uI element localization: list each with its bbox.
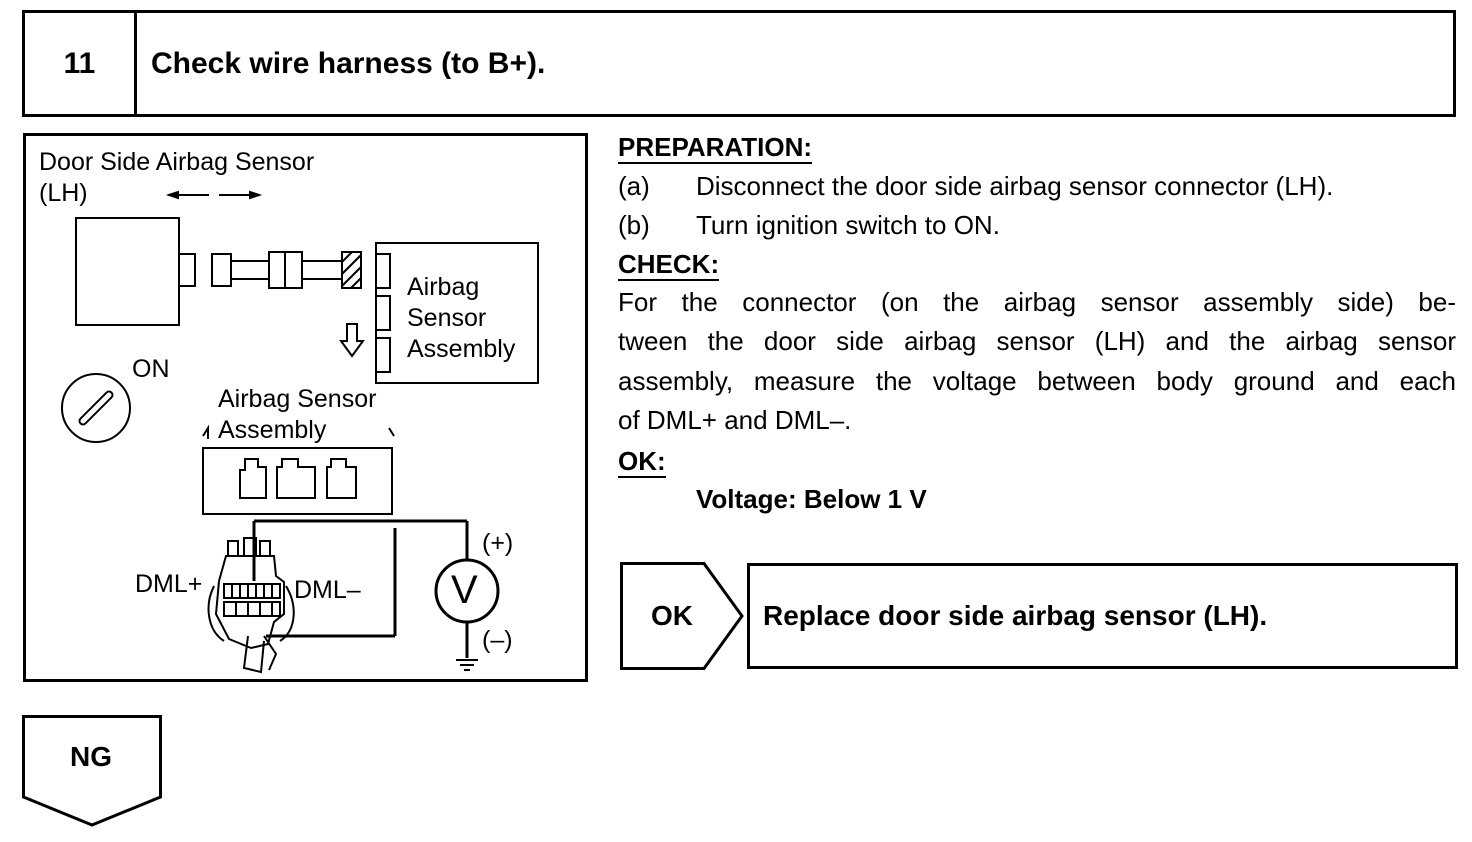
assembly-label-line2: Sensor	[407, 304, 487, 332]
step-b-marker: (b)	[618, 210, 650, 240]
step-number: 11	[25, 13, 137, 114]
door-sensor-connector	[178, 253, 196, 287]
assembly-connector-label-line2: Assembly	[218, 416, 327, 444]
wiring-diagram: Door Side Airbag Sensor (LH) Airbag Sens…	[23, 133, 588, 682]
meter-positive-label: (+)	[482, 529, 514, 557]
step-b-text: Turn ignition switch to ON.	[696, 210, 1000, 240]
ok-result-label: OK	[651, 600, 693, 631]
step-header: 11 Check wire harness (to B+).	[22, 10, 1456, 117]
meter-negative-label: (–)	[482, 626, 513, 654]
assembly-connector-label-line1: Airbag Sensor	[218, 385, 377, 413]
check-text-line1: For the connector (on the airbag sensor …	[618, 287, 1456, 317]
ground-icon	[456, 659, 478, 671]
terminal-dml-minus-label: DML–	[294, 576, 361, 604]
check-text-line3: assembly, measure the voltage between bo…	[618, 366, 1456, 396]
terminal-dml-plus-label: DML+	[135, 570, 203, 598]
check-text-line2: tween the door side airbag sensor (LH) a…	[618, 326, 1456, 356]
ignition-switch-icon	[61, 373, 131, 443]
disconnect-arrows-icon	[165, 190, 263, 200]
preparation-heading: PREPARATION:	[618, 132, 813, 164]
assembly-connector-block	[202, 447, 393, 515]
check-text-line4: of DML+ and DML–.	[618, 405, 852, 435]
down-arrow-icon	[339, 323, 365, 358]
door-sensor-body	[75, 217, 180, 326]
voltmeter-symbol: V	[451, 568, 478, 612]
ok-heading: OK:	[618, 446, 666, 478]
switch-on-label: ON	[132, 355, 170, 383]
check-heading: CHECK:	[618, 249, 720, 281]
step-a-marker: (a)	[618, 171, 650, 201]
diagram-drawing	[61, 190, 539, 674]
step-a-text: Disconnect the door side airbag sensor c…	[696, 171, 1334, 201]
wire-harness	[211, 251, 362, 289]
assembly-label-line3: Assembly	[407, 335, 516, 363]
probe-connector-icon	[207, 537, 295, 674]
ng-result-label: NG	[70, 741, 112, 772]
door-sensor-label: Door Side Airbag Sensor	[39, 148, 315, 176]
assembly-label-line1: Airbag	[407, 273, 480, 301]
ok-arrow-icon	[620, 562, 744, 670]
voltage-spec: Voltage: Below 1 V	[696, 484, 927, 514]
ng-arrow-icon	[22, 715, 162, 827]
step-title: Check wire harness (to B+).	[151, 46, 546, 80]
ok-action-box: Replace door side airbag sensor (LH).	[747, 563, 1458, 669]
door-sensor-side-label: (LH)	[39, 179, 88, 207]
